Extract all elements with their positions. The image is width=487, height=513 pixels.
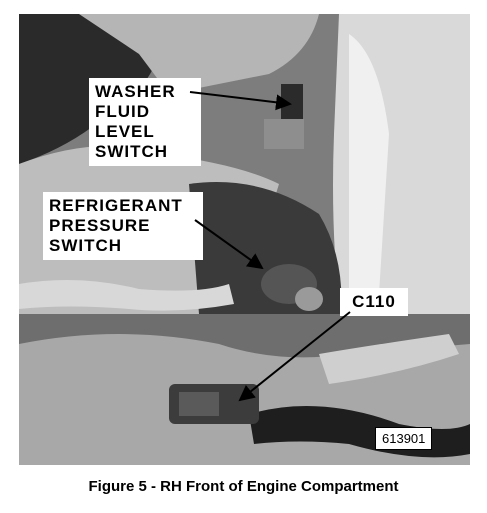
callout-line: SWITCH — [49, 236, 123, 255]
callout-line: LEVEL — [95, 122, 155, 141]
callout-line: C110 — [352, 292, 396, 311]
callout-line: PRESSURE — [49, 216, 151, 235]
callout-line: FLUID — [95, 102, 151, 121]
c110-connector-label: C110 — [340, 288, 408, 316]
figure-caption: Figure 5 - RH Front of Engine Compartmen… — [88, 478, 399, 495]
photo-id-label: 613901 — [375, 427, 433, 450]
callout-line: WASHER — [95, 82, 176, 101]
refrigerant-pressure-switch-label: REFRIGERANT PRESSURE SWITCH — [43, 192, 203, 260]
callout-line: SWITCH — [95, 142, 169, 161]
washer-fluid-level-switch-label: WASHER FLUID LEVEL SWITCH — [89, 78, 201, 166]
callout-line: REFRIGERANT — [49, 196, 183, 215]
